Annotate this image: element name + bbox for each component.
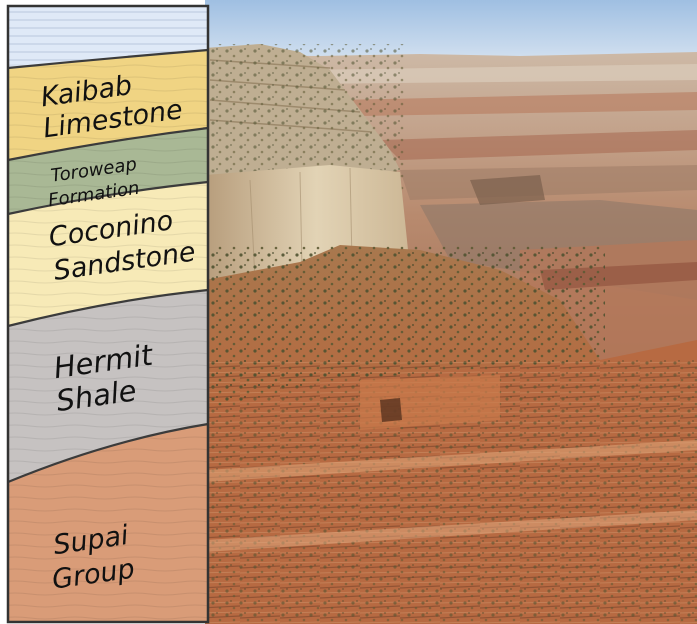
stratigraphic-column: Kaibab Limestone Toroweap Formation Coco… — [0, 0, 697, 624]
figure-stage: Kaibab Limestone Toroweap Formation Coco… — [0, 0, 697, 624]
